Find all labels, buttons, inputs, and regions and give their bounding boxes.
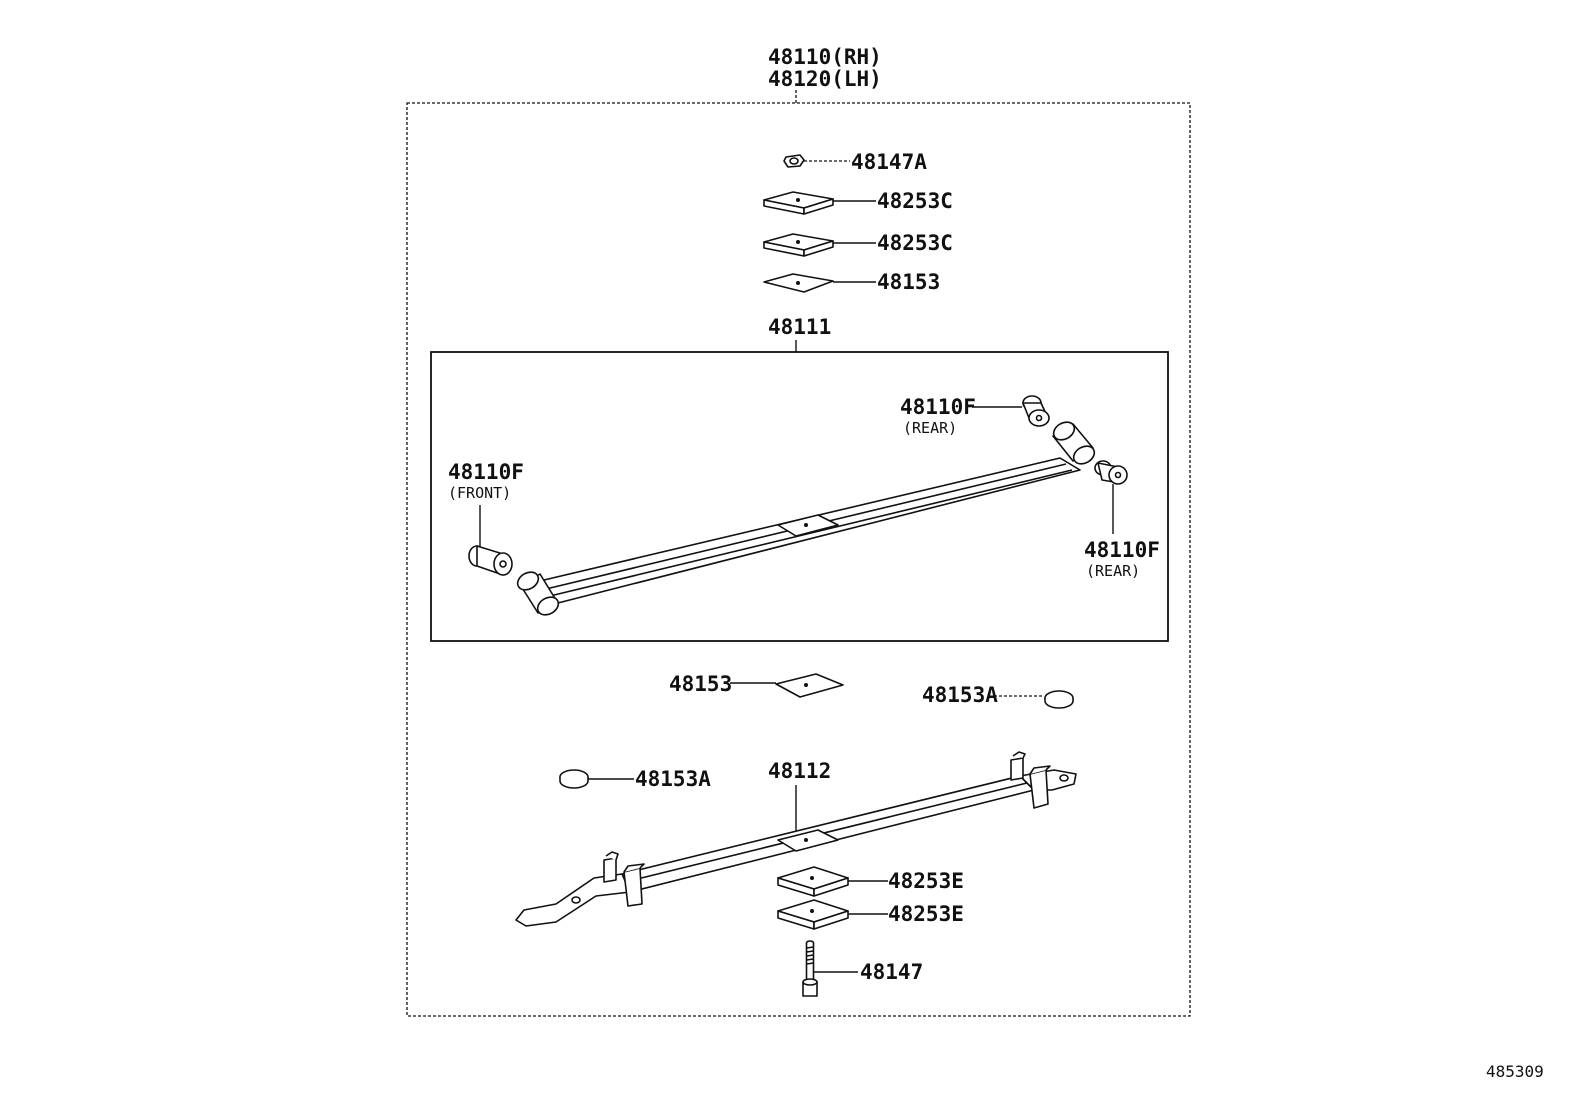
note-bush-front: (FRONT) xyxy=(448,484,511,502)
label-bush-rear-upper: 48110F xyxy=(900,395,976,419)
insert-left-part[interactable] xyxy=(559,769,589,789)
note-bush-rear-upper: (REAR) xyxy=(903,419,957,437)
label-pad-middle: 48153 xyxy=(669,672,732,696)
assembly-number-lh: 48120(LH) xyxy=(768,67,882,91)
spacer-top-1-part[interactable] xyxy=(763,191,834,215)
note-bush-rear-lower: (REAR) xyxy=(1086,562,1140,580)
label-bush-front: 48110F xyxy=(448,460,524,484)
label-bush-rear-lower: 48110F xyxy=(1084,538,1160,562)
spacer-top-2-part[interactable] xyxy=(763,233,834,257)
pad-middle-part[interactable] xyxy=(775,673,844,698)
label-spacer-top-1: 48253C xyxy=(877,189,953,213)
label-spacer-bottom-2: 48253E xyxy=(888,902,964,926)
center-bolt-part[interactable] xyxy=(802,940,818,997)
diagram-reference-number: 485309 xyxy=(1486,1062,1544,1081)
bush-rear-upper-part[interactable] xyxy=(1022,395,1050,427)
bush-rear-lower-part[interactable] xyxy=(1094,460,1128,485)
spacer-bottom-2-part[interactable] xyxy=(777,899,849,930)
label-spacer-top-2: 48253C xyxy=(877,231,953,255)
label-nut: 48147A xyxy=(851,150,927,174)
assembly-number-rh: 48110(RH) xyxy=(768,45,882,69)
leaf-spring-no1-part[interactable] xyxy=(514,419,1097,619)
label-center-bolt: 48147 xyxy=(860,960,923,984)
label-insert-right: 48153A xyxy=(922,683,998,707)
label-spacer-bottom-1: 48253E xyxy=(888,869,964,893)
nut-part[interactable] xyxy=(783,154,805,168)
label-insert-left: 48153A xyxy=(635,767,711,791)
leaf-no1-box xyxy=(430,351,1169,642)
leaf-spring-no2-part[interactable] xyxy=(515,751,1077,927)
pad-top-part[interactable] xyxy=(763,273,834,293)
assembly-frame xyxy=(406,102,1191,1017)
label-leaf-no1: 48111 xyxy=(768,315,831,339)
insert-right-part[interactable] xyxy=(1044,690,1074,709)
spacer-bottom-1-part[interactable] xyxy=(777,866,849,897)
label-leaf-no2: 48112 xyxy=(768,759,831,783)
label-pad-top: 48153 xyxy=(877,270,940,294)
bush-front-part[interactable] xyxy=(468,545,513,576)
